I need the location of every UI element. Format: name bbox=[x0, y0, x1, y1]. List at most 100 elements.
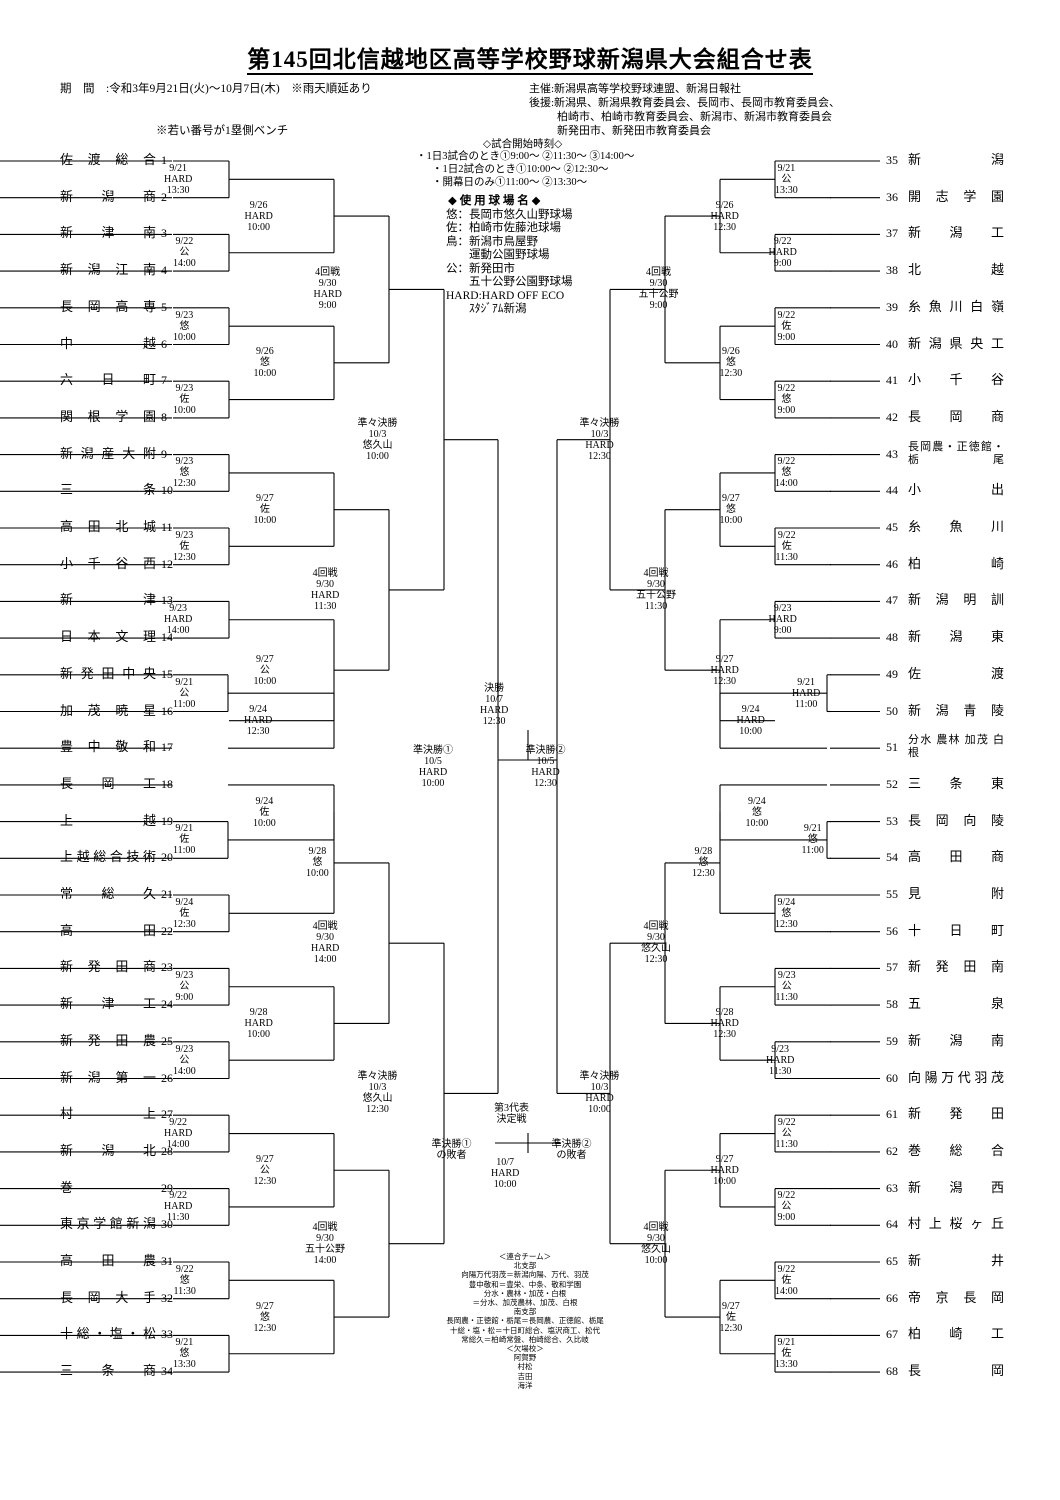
team-number: 50 bbox=[886, 703, 898, 718]
period-text: 期 間 :令和3年9月21日(火)～10月7日(木) ※雨天順延あり bbox=[60, 83, 372, 95]
team-number: 63 bbox=[886, 1180, 898, 1195]
note-line: 向陽万代羽茂＝新潟向陽、万代、羽茂 bbox=[461, 1270, 589, 1280]
venue-item: 悠：長岡市悠久山野球場 bbox=[446, 208, 573, 221]
team-name: 新発田農 bbox=[60, 1032, 156, 1048]
team-name: 糸魚川 bbox=[908, 519, 1004, 534]
match-info: 9/22 HARD 11:30 bbox=[164, 1190, 193, 1224]
match-info: 準決勝② の敗者 bbox=[551, 1139, 592, 1161]
note-line: 分水・農林・加茂・白根 bbox=[483, 1288, 567, 1298]
note-line: 阿賀野 bbox=[513, 1353, 537, 1363]
team-number: 6 bbox=[161, 336, 167, 351]
match-info: 4回戦 9/30 五十公野 11:30 bbox=[636, 567, 676, 612]
match-info: 9/27 悠 12:30 bbox=[253, 1300, 277, 1334]
match-info: 9/24 佐 12:30 bbox=[173, 896, 196, 930]
venue-item: HARD:HARD OFF ECO bbox=[446, 289, 565, 302]
team-name: 新潟南 bbox=[908, 1032, 1004, 1048]
team-name: 三条東 bbox=[908, 775, 1004, 791]
team-name: 新潟明訓 bbox=[908, 592, 1004, 608]
match-info: 9/22 HARD 9:00 bbox=[768, 236, 797, 270]
match-info: 9/24 HARD 10:00 bbox=[736, 704, 765, 738]
match-info: 9/23 HARD 9:00 bbox=[768, 603, 797, 637]
team-name: 三条 bbox=[60, 482, 156, 498]
team-number: 35 bbox=[886, 153, 898, 167]
team-name: 高田 bbox=[60, 922, 156, 938]
team-name: 十総・塩・松 bbox=[60, 1326, 156, 1342]
team-number: 1 bbox=[161, 153, 167, 167]
team-name: 開志学園 bbox=[908, 188, 1004, 204]
match-info: 9/22 佐 9:00 bbox=[777, 309, 796, 343]
start-times-line: ・1日2試合のとき①10:00～ ②12:30～ bbox=[432, 164, 609, 175]
team-name: 新潟第一 bbox=[60, 1069, 156, 1085]
team-name: 新発田 bbox=[908, 1106, 1004, 1122]
match-info: 4回戦 9/30 悠久山 10:00 bbox=[641, 1221, 671, 1266]
team-number: 5 bbox=[161, 299, 167, 314]
team-name: 上越 bbox=[60, 812, 156, 828]
team-number: 56 bbox=[886, 923, 898, 938]
team-number: 10 bbox=[161, 483, 173, 498]
page-title: 第145回北信越地区高等学校野球新潟県大会組合せ表 bbox=[0, 40, 1060, 75]
match-info: 9/24 悠 10:00 bbox=[745, 795, 769, 829]
team-number: 15 bbox=[161, 666, 173, 681]
match-info: 準々決勝 10/3 HARD 10:00 bbox=[579, 1071, 620, 1116]
team-name: 柏崎 bbox=[908, 555, 1004, 571]
team-name: 新発田南 bbox=[908, 959, 1004, 975]
team-number: 55 bbox=[886, 887, 898, 901]
team-name: 新潟県央工 bbox=[908, 335, 1004, 351]
team-number: 49 bbox=[886, 666, 898, 681]
team-number: 8 bbox=[161, 409, 167, 424]
match-info: 9/22 HARD 14:00 bbox=[164, 1117, 193, 1151]
match-info: 9/26 HARD 10:00 bbox=[244, 199, 273, 233]
team-name: 上越総合技術 bbox=[60, 849, 156, 865]
note-line: 吉田 bbox=[517, 1371, 533, 1381]
match-info: 9/23 公 9:00 bbox=[175, 970, 194, 1004]
team-number: 16 bbox=[161, 703, 173, 718]
team-number: 24 bbox=[161, 997, 173, 1012]
team-number: 46 bbox=[886, 556, 898, 571]
team-number: 51 bbox=[886, 740, 898, 755]
team-number: 62 bbox=[886, 1143, 898, 1158]
match-info: 9/26 HARD 12:30 bbox=[710, 199, 739, 233]
venue-heading: ◆ 使 用 球 場 名 ◆ bbox=[448, 195, 541, 207]
match-info: 9/23 HARD 11:30 bbox=[766, 1043, 795, 1077]
team-name: 新井 bbox=[908, 1253, 1004, 1268]
note-line: 北支部 bbox=[513, 1261, 537, 1271]
team-name: 新潟青陵 bbox=[908, 702, 1004, 718]
note-line: 海洋 bbox=[517, 1380, 533, 1390]
venue-item: 運動公園野球場 bbox=[446, 249, 550, 261]
note-line: 南支部 bbox=[513, 1307, 537, 1317]
match-info: 9/23 佐 10:00 bbox=[173, 383, 196, 417]
match-info: 9/22 公 14:00 bbox=[173, 236, 196, 270]
organizer-line: 主催:新潟県高等学校野球連盟、新潟日報社 bbox=[529, 83, 742, 95]
match-info: 9/23 公 14:00 bbox=[173, 1043, 196, 1077]
team-name: 長岡大手 bbox=[60, 1289, 156, 1305]
team-number: 58 bbox=[886, 997, 898, 1012]
sponsor-line: 後援:新潟県、新潟県教育委員会、長岡市、長岡市教育委員会、 bbox=[529, 97, 841, 109]
team-name: 帝京長岡 bbox=[908, 1289, 1004, 1305]
match-info: 10/7 HARD 10:00 bbox=[491, 1156, 520, 1190]
team-number: 17 bbox=[161, 740, 173, 755]
note-line: ＜欠場校＞ bbox=[506, 1344, 544, 1354]
match-info: 9/24 佐 10:00 bbox=[253, 795, 276, 829]
team-name: 佐渡総合 bbox=[60, 152, 156, 167]
match-info: 4回戦 9/30 HARD 14:00 bbox=[311, 921, 340, 966]
venue-item: 佐：柏崎市佐藤池球場 bbox=[446, 222, 561, 234]
team-number: 14 bbox=[161, 630, 173, 645]
team-name: 六日町 bbox=[60, 372, 156, 388]
match-info: 9/22 公 11:30 bbox=[775, 1117, 798, 1151]
note-line: 十総・塩・松＝十日町総合、塩沢商工、松代 bbox=[450, 1325, 600, 1335]
match-info: 9/27 佐 10:00 bbox=[253, 493, 277, 527]
team-name: 十日町 bbox=[908, 922, 1004, 938]
team-number: 26 bbox=[161, 1070, 173, 1085]
team-number: 53 bbox=[886, 813, 898, 828]
match-info: 9/23 公 11:30 bbox=[775, 970, 798, 1004]
match-info: 9/28 HARD 12:30 bbox=[710, 1006, 739, 1040]
team-number: 66 bbox=[886, 1290, 898, 1305]
team-name: 糸魚川白嶺 bbox=[908, 298, 1004, 314]
team-number: 59 bbox=[886, 1033, 898, 1048]
team-name: 見附 bbox=[908, 886, 1004, 901]
team-name: 加茂暁星 bbox=[60, 702, 156, 718]
team-number: 65 bbox=[886, 1254, 898, 1268]
note-line: 長岡農・正徳館・栃尾＝長岡農、正徳館、栃尾 bbox=[446, 1316, 604, 1326]
team-number: 42 bbox=[886, 409, 898, 424]
team-name: 新津工 bbox=[60, 996, 156, 1012]
